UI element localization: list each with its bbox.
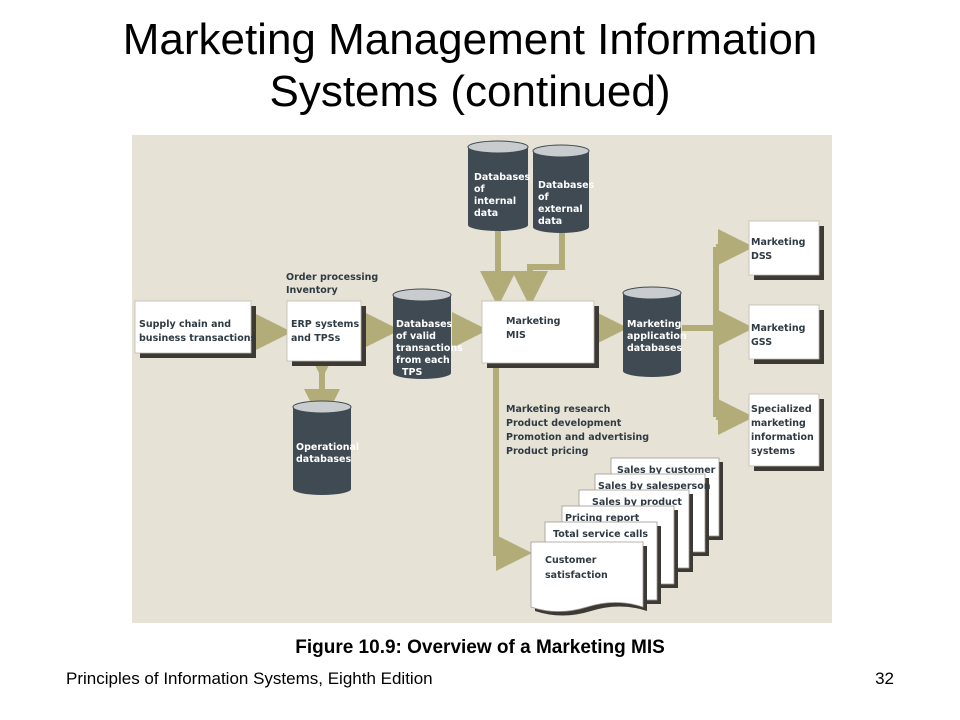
- db-internal-line-2: of: [474, 184, 486, 195]
- db-valid-line-3: transactions: [396, 343, 463, 354]
- database-application: Marketing application databases: [622, 286, 687, 377]
- mis-line-2: MIS: [506, 330, 526, 341]
- supply-chain-line-1: Supply chain and: [139, 319, 231, 330]
- database-external-data: Databases of external data: [532, 144, 595, 233]
- database-internal-data: Databases of internal data: [467, 140, 531, 231]
- db-valid-line-5: TPS: [402, 367, 422, 378]
- db-application-line-3: databases: [627, 343, 682, 354]
- specialized-line-1: Specialized: [751, 404, 812, 415]
- db-operational-line-2: databases: [296, 454, 351, 465]
- mis-output-4: Product pricing: [506, 446, 588, 457]
- box-supply-chain: Supply chain and business transactions: [134, 300, 256, 358]
- report-label-1: Sales by customer: [617, 465, 716, 476]
- figure-caption: Figure 10.9: Overview of a Marketing MIS: [295, 637, 665, 658]
- box-dss: Marketing DSS: [748, 220, 824, 280]
- erp-line-2: and TPSs: [291, 333, 341, 344]
- slide-title-line-1: Marketing Management Information: [122, 15, 818, 64]
- db-external-line-4: data: [538, 216, 562, 227]
- mis-output-list: Marketing research Product development P…: [506, 404, 649, 457]
- db-valid-line-2: of valid: [396, 331, 436, 342]
- arrow-external-db-to-mis: [512, 227, 565, 307]
- database-operational: Operational databases: [292, 400, 359, 495]
- dss-line-2: DSS: [751, 251, 772, 262]
- report-stack: Sales by customer Sales by salesperson S…: [530, 457, 723, 616]
- db-external-line-3: external: [538, 204, 583, 215]
- database-valid-transactions: Databases of valid transactions from eac…: [392, 288, 463, 379]
- connector-arrows: [256, 227, 754, 571]
- db-external-line-1: Databases: [538, 180, 595, 191]
- report-label-4: Pricing report: [565, 513, 640, 524]
- mis-output-1: Marketing research: [506, 404, 611, 415]
- customer-satisfaction-line-1: Customer: [545, 555, 597, 566]
- db-operational-line-1: Operational: [296, 442, 359, 453]
- db-internal-line-4: data: [474, 208, 498, 219]
- report-label-2: Sales by salesperson: [598, 481, 711, 492]
- erp-label-line-1: Order processing: [286, 272, 378, 283]
- slide-footer: Principles of Information Systems, Eight…: [66, 669, 433, 688]
- report-label-3: Sales by product: [592, 497, 682, 508]
- mis-output-2: Product development: [506, 418, 622, 429]
- mis-output-3: Promotion and advertising: [506, 432, 649, 443]
- box-specialized: Specialized marketing information system…: [748, 393, 824, 471]
- specialized-line-2: marketing: [751, 418, 806, 429]
- specialized-line-4: systems: [751, 446, 795, 457]
- marketing-mis-diagram: Supply chain and business transactions O…: [132, 135, 832, 623]
- customer-satisfaction-line-2: satisfaction: [545, 570, 608, 581]
- gss-line-2: GSS: [751, 337, 772, 348]
- dss-line-1: Marketing: [751, 237, 805, 248]
- db-external-line-2: of: [538, 192, 550, 203]
- page-number: 32: [875, 669, 894, 688]
- box-mis: Marketing MIS: [481, 300, 599, 368]
- box-gss: Marketing GSS: [748, 304, 824, 364]
- db-valid-line-4: from each: [396, 355, 450, 366]
- db-internal-line-3: internal: [474, 196, 516, 207]
- specialized-line-3: information: [751, 432, 814, 443]
- db-valid-line-1: Databases: [396, 319, 453, 330]
- mis-line-1: Marketing: [506, 316, 560, 327]
- db-application-line-1: Marketing: [627, 319, 681, 330]
- db-internal-line-1: Databases: [474, 172, 531, 183]
- slide-title-line-2: Systems (continued): [269, 67, 671, 116]
- slide-title: Marketing Management Information Systems…: [0, 14, 940, 118]
- supply-chain-line-2: business transactions: [139, 333, 256, 344]
- arrow-mis-to-reports: [493, 367, 532, 571]
- report-label-5: Total service calls: [553, 529, 648, 540]
- erp-line-1: ERP systems: [291, 319, 359, 330]
- db-application-line-2: application: [627, 331, 687, 342]
- box-erp: ERP systems and TPSs: [286, 300, 366, 366]
- erp-label-line-2: Inventory: [286, 285, 338, 296]
- report-customer-satisfaction: Customer satisfaction: [530, 541, 647, 616]
- gss-line-1: Marketing: [751, 323, 805, 334]
